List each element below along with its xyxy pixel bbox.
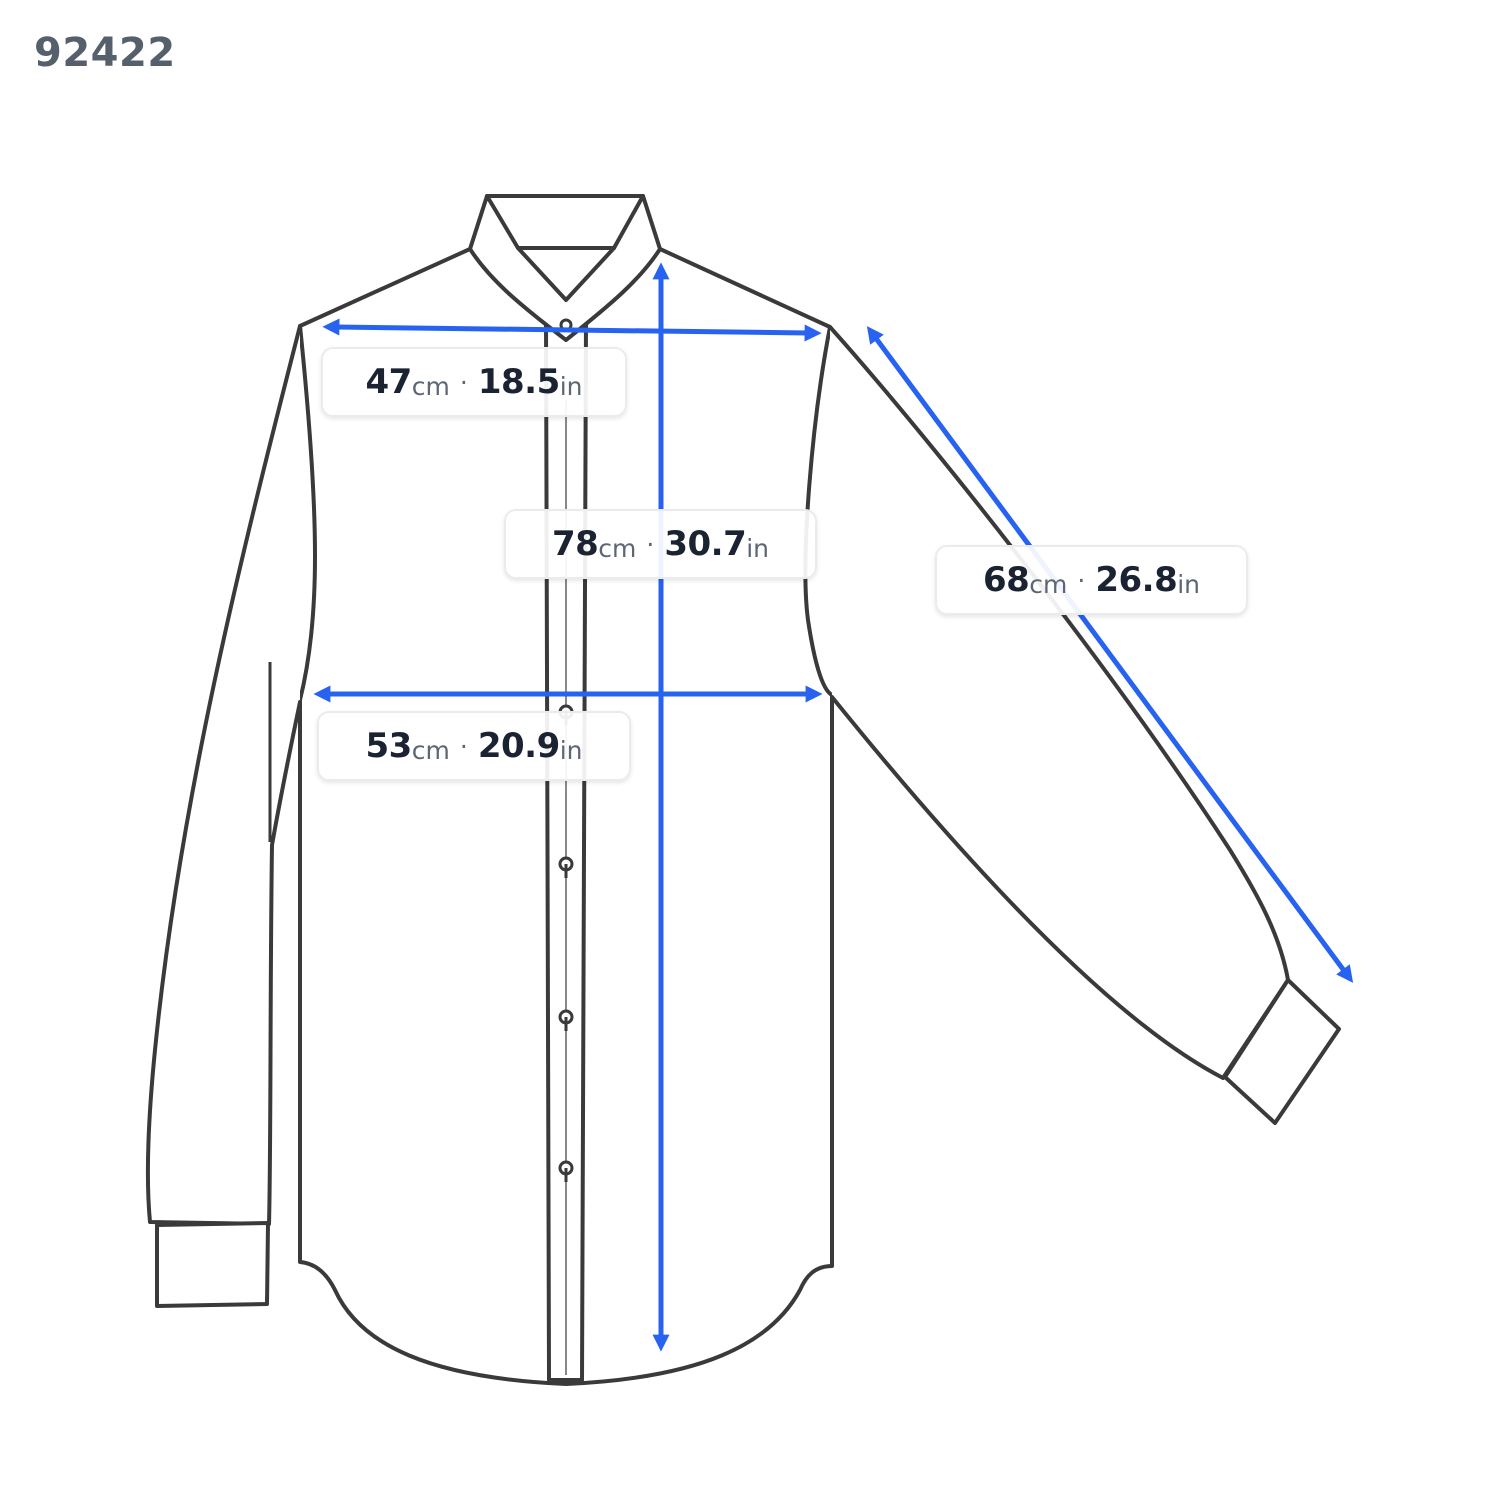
sleeve-measurement-label: 68 cm · 26.8 in (935, 545, 1248, 615)
shirt-left-sleeve (145, 324, 302, 1226)
shirt-collar-opening (516, 246, 616, 302)
product-code: 92422 (34, 30, 176, 76)
sleeve-cm-value: 68 (982, 560, 1030, 600)
chest-cm-unit: cm (411, 371, 450, 401)
sleeve-inch-value: 26.8 (1095, 560, 1178, 600)
chest-measurement-label: 47 cm · 18.5 in (321, 347, 627, 417)
chest-inch-unit: in (559, 371, 583, 401)
button-icon (558, 856, 574, 878)
shirt-right-cuff (1223, 978, 1341, 1125)
button-icon (558, 1160, 574, 1182)
shirt-left-cuff (155, 1221, 270, 1308)
sleeve-cm-unit: cm (1029, 569, 1068, 599)
waist-inch-value: 20.9 (477, 726, 560, 766)
waist-separator: · (459, 731, 468, 761)
length-cm-unit: cm (598, 533, 637, 563)
sleeve-inch-unit: in (1177, 569, 1201, 599)
waist-measurement-label: 53 cm · 20.9 in (317, 711, 631, 781)
chest-separator: · (459, 367, 468, 397)
length-separator: · (646, 529, 655, 559)
chest-arrow (322, 318, 822, 342)
chest-cm-value: 47 (365, 362, 412, 402)
length-inch-unit: in (746, 533, 770, 563)
length-cm-value: 78 (551, 524, 599, 564)
length-measurement-label: 78 cm · 30.7 in (504, 509, 817, 579)
sleeve-arrow (866, 326, 1354, 983)
waist-cm-value: 53 (365, 726, 412, 766)
length-inch-value: 30.7 (664, 524, 747, 564)
shirt-right-sleeve (828, 325, 1290, 1080)
button-icon (558, 1009, 574, 1031)
shirt-collar-stand (485, 194, 645, 250)
sleeve-separator: · (1077, 565, 1086, 595)
waist-inch-unit: in (559, 735, 583, 765)
waist-cm-unit: cm (411, 735, 450, 765)
chest-inch-value: 18.5 (477, 362, 560, 402)
